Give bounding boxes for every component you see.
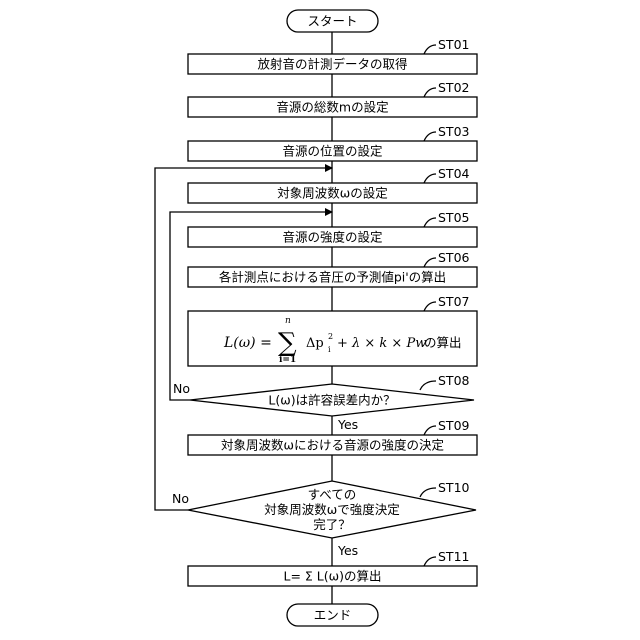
label-st02: ST02 bbox=[438, 80, 469, 95]
step-st09: 対象周波数ωにおける音源の強度の決定 bbox=[188, 435, 477, 455]
svg-text:L= Σ L(ω)の算出: L= Σ L(ω)の算出 bbox=[284, 569, 382, 584]
formula-sum: ∑ bbox=[278, 328, 297, 358]
svg-text:音源の強度の設定: 音源の強度の設定 bbox=[282, 230, 382, 245]
svg-text:スタート: スタート bbox=[307, 14, 357, 29]
decision-st08: L(ω)は許容誤差内か？ bbox=[190, 384, 474, 416]
step-st11: L= Σ L(ω)の算出 bbox=[188, 566, 477, 586]
formula-suffix: の算出 bbox=[424, 335, 462, 350]
decision-st10: すべての 対象周波数ωで強度決定 完了？ bbox=[188, 481, 476, 538]
svg-text:完了？: 完了？ bbox=[313, 517, 351, 532]
svg-text:対象周波数ωにおける音源の強度の決定: 対象周波数ωにおける音源の強度の決定 bbox=[221, 438, 444, 453]
svg-text:対象周波数ωの設定: 対象周波数ωの設定 bbox=[277, 186, 387, 201]
formula-sub: i bbox=[328, 345, 331, 354]
label-st11: ST11 bbox=[438, 549, 469, 564]
svg-text:対象周波数ωで強度決定: 対象周波数ωで強度決定 bbox=[264, 502, 399, 517]
label-st07: ST07 bbox=[438, 294, 469, 309]
label-st09: ST09 bbox=[438, 418, 470, 433]
step-st06: 各計測点における音圧の予測値pi'の算出 bbox=[188, 267, 477, 287]
label-st06: ST06 bbox=[438, 250, 470, 265]
step-st03: 音源の位置の設定 bbox=[188, 141, 477, 161]
label-st08: ST08 bbox=[438, 373, 470, 388]
formula-lower: i=1 bbox=[279, 355, 296, 365]
start-terminal: スタート bbox=[287, 10, 378, 32]
svg-text:音源の総数mの設定: 音源の総数mの設定 bbox=[276, 100, 388, 115]
formula-rest: + λ × k × Pw bbox=[337, 336, 426, 351]
branch-no-st10: No bbox=[172, 491, 189, 506]
formula-sup: 2 bbox=[328, 332, 333, 341]
svg-text:L(ω)は許容誤差内か？: L(ω)は許容誤差内か？ bbox=[268, 393, 395, 408]
end-terminal: エンド bbox=[287, 604, 378, 626]
label-st10: ST10 bbox=[438, 480, 470, 495]
svg-text:エンド: エンド bbox=[314, 608, 352, 623]
step-st02: 音源の総数mの設定 bbox=[188, 97, 477, 117]
svg-text:各計測点における音圧の予測値pi'の算出: 各計測点における音圧の予測値pi'の算出 bbox=[219, 270, 446, 285]
branch-yes-st08: Yes bbox=[337, 417, 358, 432]
label-st03: ST03 bbox=[438, 124, 469, 139]
label-st05: ST05 bbox=[438, 210, 469, 225]
step-st01: 放射音の計測データの取得 bbox=[188, 54, 477, 74]
svg-text:音源の位置の設定: 音源の位置の設定 bbox=[282, 144, 382, 159]
formula-upper: n bbox=[285, 316, 291, 326]
svg-text:放射音の計測データの取得: 放射音の計測データの取得 bbox=[257, 57, 407, 72]
step-st04: 対象周波数ωの設定 bbox=[188, 183, 477, 203]
svg-text:すべての: すべての bbox=[308, 487, 357, 502]
label-st04: ST04 bbox=[438, 166, 470, 181]
branch-yes-st10: Yes bbox=[337, 543, 358, 558]
branch-no-st08: No bbox=[173, 381, 190, 396]
step-st05: 音源の強度の設定 bbox=[188, 227, 477, 247]
step-st07: L(ω) = ∑ n i=1 Δp i 2 + λ × k × Pw の算出 bbox=[188, 311, 477, 366]
step-label-leaders bbox=[420, 45, 436, 566]
formula-lhs: L(ω) = bbox=[223, 335, 272, 351]
formula-delta: Δp bbox=[306, 336, 324, 351]
label-st01: ST01 bbox=[438, 37, 469, 52]
